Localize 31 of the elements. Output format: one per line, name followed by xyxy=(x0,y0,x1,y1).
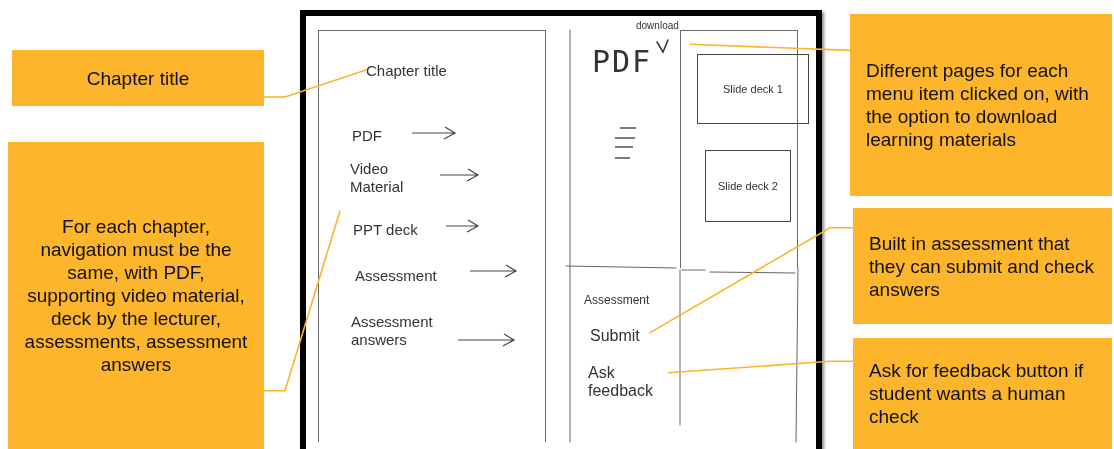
callout-text: Ask for feedback button if student wants a human check xyxy=(869,359,1085,428)
callout-box xyxy=(853,208,1112,324)
callout-box xyxy=(12,50,264,106)
leader-line xyxy=(648,226,854,334)
button-text: Ask feedback xyxy=(588,364,666,406)
handwritten-text: PDF xyxy=(592,44,653,80)
menu-text: Assessment answers xyxy=(351,313,434,349)
leader-line xyxy=(689,43,851,52)
callout-box xyxy=(850,14,1112,196)
menu-text: Chapter title xyxy=(366,62,464,82)
section-heading: Assessment xyxy=(584,293,650,307)
leader-line xyxy=(667,360,854,374)
slide-thumbnail xyxy=(697,54,809,124)
callout-box xyxy=(8,142,264,449)
menu-text: Assessment xyxy=(355,267,437,285)
menu-text: Video Material xyxy=(350,160,405,196)
leader-line xyxy=(263,69,367,98)
slide-thumbnail xyxy=(705,150,791,222)
thumbnail-text: Slide deck 1 xyxy=(723,83,783,95)
callout-text: Chapter title xyxy=(86,66,190,90)
callout-text: For each chapter, navigation must be the same, with PDF, supporting video material, deck by the lecturer, assessments, assessment answers xyxy=(24,215,248,376)
button-text: Submit xyxy=(590,327,648,349)
navigation-panel xyxy=(318,30,546,442)
callout-text: Built in assessment that they can submit and check answers xyxy=(869,231,1095,301)
wireframe-frame xyxy=(300,10,822,449)
callout-box xyxy=(853,338,1112,449)
tab-text: download xyxy=(636,20,679,32)
thumbnail-text: Slide deck 2 xyxy=(718,180,778,192)
menu-text: PDF xyxy=(352,127,382,145)
menu-text: PPT deck xyxy=(353,221,418,239)
callout-text: Different pages for each menu item clicked on, with the option to download learning materials xyxy=(866,59,1090,151)
